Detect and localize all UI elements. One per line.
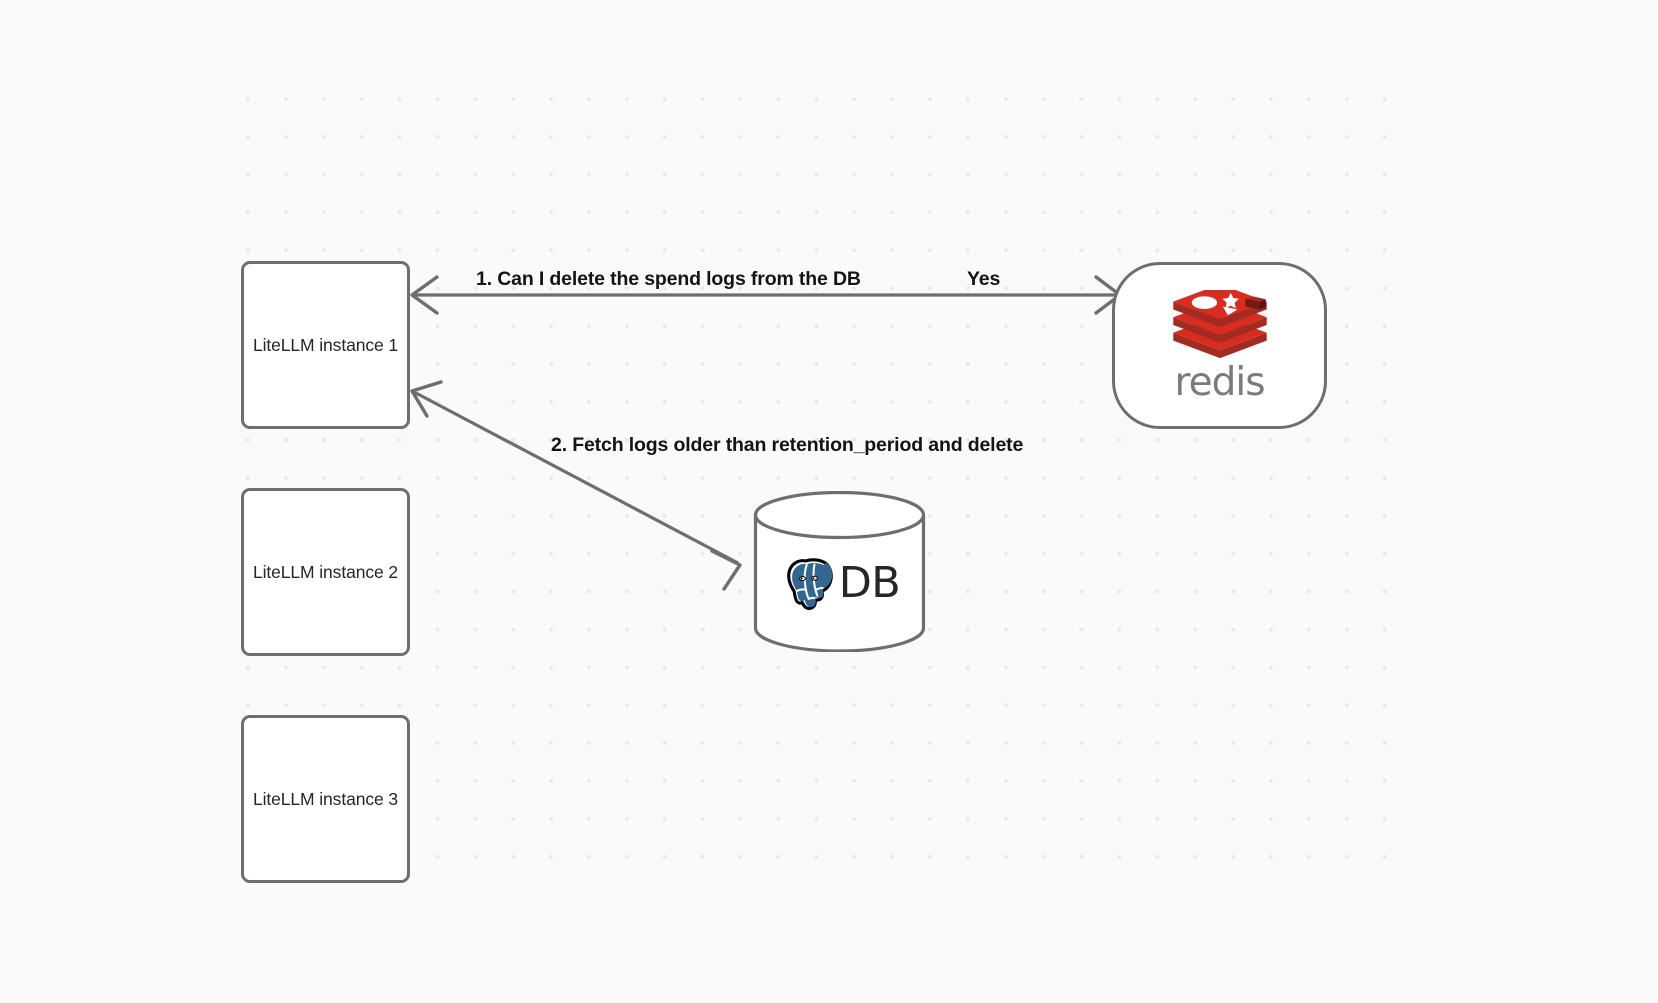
redis-logo-icon: redis (1168, 289, 1272, 405)
edge-label-step-2: 2. Fetch logs older than retention_perio… (551, 434, 1024, 456)
arrowhead-upleft-icon (410, 380, 443, 418)
redis-stack-icon (1172, 289, 1267, 358)
node-litellm-instance-2[interactable]: LiteLLM instance 2 (241, 488, 410, 656)
node-label: LiteLLM instance 2 (252, 561, 399, 582)
db-label: DB (838, 558, 901, 608)
redis-wordmark: redis (1174, 359, 1265, 405)
edge-label-step-1: 1. Can I delete the spend logs from the … (476, 268, 861, 290)
postgresql-elephant-icon (786, 557, 833, 610)
db-content: DB (752, 491, 927, 652)
arrowhead-left-icon (410, 275, 439, 315)
arrowhead-downright-icon (710, 549, 742, 591)
node-label: LiteLLM instance 1 (252, 334, 399, 355)
edge-label-yes: Yes (967, 268, 1001, 290)
edge-litellm1-db (410, 380, 742, 591)
node-database[interactable]: DB (752, 491, 927, 652)
node-litellm-instance-1[interactable]: LiteLLM instance 1 (241, 261, 410, 429)
node-label: LiteLLM instance 3 (252, 788, 399, 809)
cylinder-shape (753, 491, 926, 652)
node-litellm-instance-3[interactable]: LiteLLM instance 3 (241, 715, 410, 883)
node-redis[interactable]: redis (1112, 262, 1327, 429)
